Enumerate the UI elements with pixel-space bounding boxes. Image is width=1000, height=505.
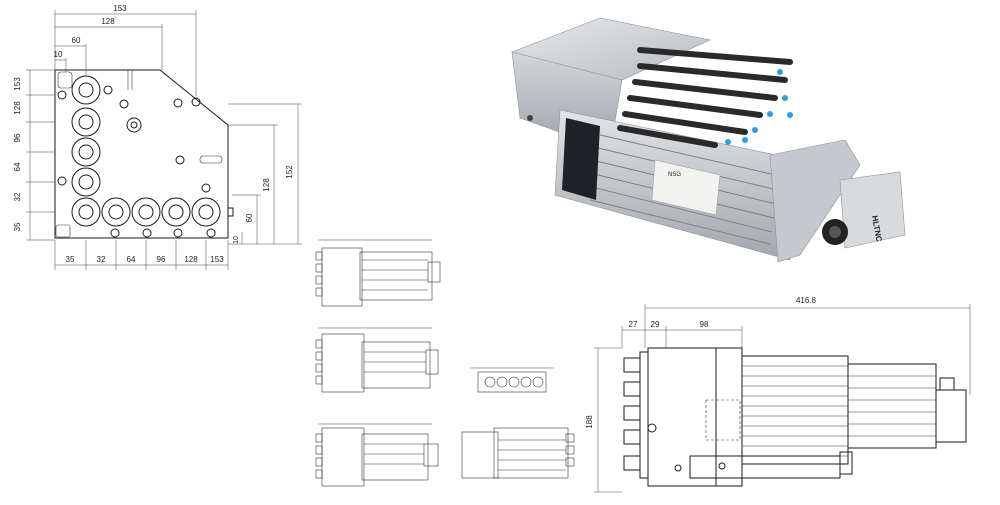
front-view-slot [199, 155, 223, 164]
dim-right-60: 60 [245, 213, 254, 222]
spindle-bore [78, 114, 94, 130]
front-view-outline [54, 69, 229, 239]
spindle-bore [168, 204, 184, 220]
side-view-motor-fins [742, 365, 848, 457]
spindle-ring [161, 197, 191, 227]
spindle-bore [78, 144, 94, 160]
dim-left-64: 64 [13, 162, 22, 171]
small-view-3 [315, 423, 439, 487]
spindle-ring [71, 107, 101, 137]
dim-left-96: 96 [13, 133, 22, 142]
front-view-spindle-column [71, 75, 101, 197]
small-view-bottom-end [470, 367, 554, 393]
side-view-end-section [847, 363, 937, 449]
dim-side-98: 98 [700, 320, 709, 329]
dim-bottom-153: 153 [210, 255, 224, 264]
side-view-drawing: 416.8 27 29 98 188 [585, 296, 971, 493]
side-view-hole [718, 462, 726, 470]
dim-bottom-128: 128 [184, 255, 198, 264]
front-view-spindle-row [71, 197, 221, 227]
dim-right-152: 152 [285, 165, 294, 179]
photo-label-plate [651, 159, 721, 216]
photo-label-text: NSG [668, 172, 681, 178]
front-view-top-dimensions: 153 128 60 10 [54, 4, 197, 96]
small-view-2 [315, 327, 439, 393]
photo-cable-gland-core [829, 226, 841, 238]
side-view-connector-box [935, 389, 967, 443]
spindle-bore [78, 82, 94, 98]
spindle-ring [71, 167, 101, 197]
side-view-hole [674, 464, 682, 472]
side-view-cable-gland [939, 377, 955, 391]
side-view-motor [741, 355, 849, 465]
dim-top-overall: 153 [113, 4, 127, 13]
spindle-bore [138, 204, 154, 220]
front-view-right-dimensions: 152 128 60 10 [228, 103, 302, 245]
spindle-bore [198, 204, 214, 220]
front-view-slot [55, 224, 71, 238]
side-view-hole [647, 423, 657, 433]
dim-right-10: 10 [233, 236, 240, 244]
spindle-ring [71, 75, 101, 105]
photo-end-cap [769, 139, 861, 263]
dim-left-32: 32 [13, 192, 22, 201]
photo-air-fittings [725, 69, 793, 145]
photo-dark-window [562, 118, 600, 200]
dim-left-35: 35 [13, 222, 22, 231]
dim-left-153: 153 [13, 77, 22, 91]
small-view-iso [461, 427, 575, 479]
dim-left-128: 128 [13, 101, 22, 115]
spindle-ring [71, 137, 101, 167]
front-view-left-dimensions: 153 128 96 64 32 35 [13, 69, 55, 241]
dim-top-128: 128 [101, 17, 115, 26]
dim-side-29: 29 [651, 320, 660, 329]
side-view-spindle-stack [623, 351, 649, 479]
front-view-drawing: 153 128 60 10 153 128 96 64 32 35 35 32 [13, 4, 302, 270]
side-view-lower-cap [839, 451, 853, 475]
dim-right-128: 128 [262, 178, 271, 192]
dim-top-60: 60 [72, 36, 81, 45]
spindle-bore [108, 204, 124, 220]
front-view-slot [57, 71, 73, 89]
dim-bottom-64: 64 [127, 255, 136, 264]
dim-bottom-96: 96 [157, 255, 166, 264]
side-view-hidden-detail [705, 399, 741, 441]
spindle-bore [78, 174, 94, 190]
dim-side-height: 188 [585, 415, 594, 429]
spindle-ring [131, 197, 161, 227]
side-view-housing-step [715, 347, 743, 487]
side-view-lower-cylinder [689, 455, 841, 479]
photo-pneumatic-rods [617, 47, 793, 148]
spindle-bore [78, 204, 94, 220]
photo-bolt [527, 115, 533, 121]
front-view-bottom-dimensions: 35 32 64 96 128 153 [54, 240, 229, 270]
product-photo-render: NSG HLTNC [511, 17, 906, 263]
small-view-1 [315, 239, 441, 307]
dim-side-27: 27 [629, 320, 638, 329]
spindle-ring [191, 197, 221, 227]
photo-connector-box [839, 171, 906, 249]
dim-top-10: 10 [54, 50, 63, 59]
dim-bottom-32: 32 [97, 255, 106, 264]
front-view-mounting-holes [57, 85, 234, 238]
spindle-ring [101, 197, 131, 227]
dim-bottom-35: 35 [66, 255, 75, 264]
dim-side-overall: 416.8 [796, 296, 817, 305]
spindle-ring [71, 197, 101, 227]
